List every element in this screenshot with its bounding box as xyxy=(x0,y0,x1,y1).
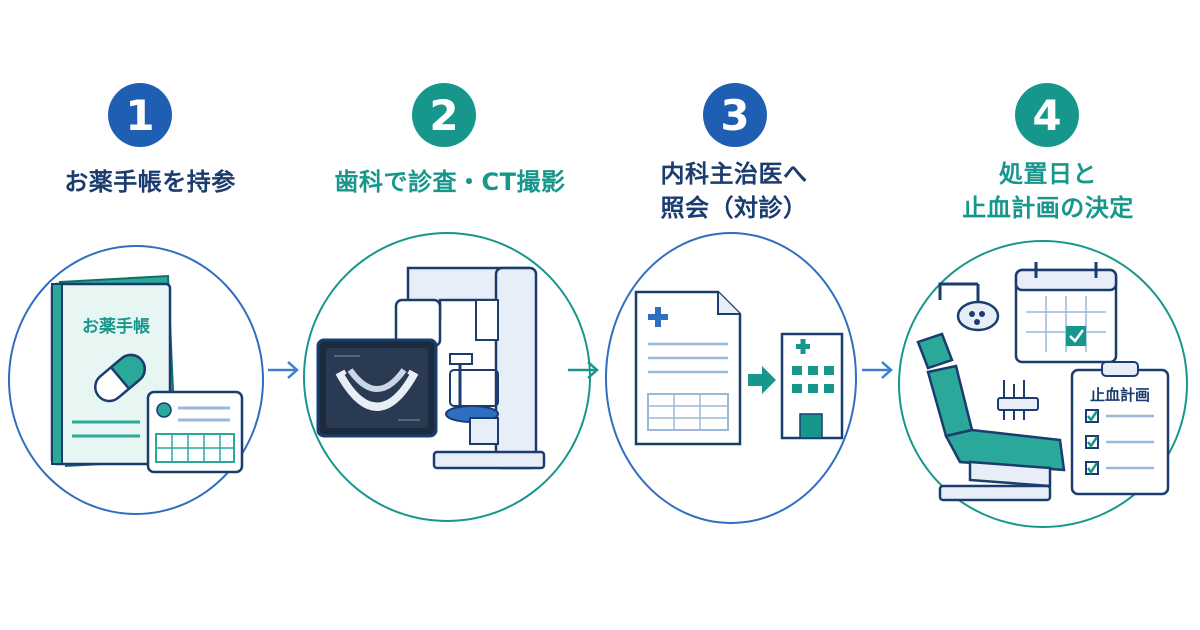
arrow-right-icon xyxy=(568,361,599,379)
step-title: 歯科で診査・CT撮影 xyxy=(300,165,600,199)
arrow-right-icon xyxy=(268,361,299,379)
notebook-label: お薬手帳 xyxy=(82,317,150,337)
step-title: 処置日と 止血計画の決定 xyxy=(898,157,1198,225)
step-title-line: お薬手帳を持参 xyxy=(64,168,236,196)
step-1: 1 お薬手帳を持参 お薬手帳 xyxy=(0,0,300,630)
clipboard-label: 止血計画 xyxy=(1089,386,1150,404)
step-title-line: 歯科で診査・CT撮影 xyxy=(334,168,566,196)
step-number-badge: 3 xyxy=(703,83,767,147)
arrow-right-icon xyxy=(862,361,893,379)
step-number-badge: 2 xyxy=(412,83,476,147)
step-title-line: 照会（対診） xyxy=(660,194,808,222)
medical-referral-icon xyxy=(634,290,844,446)
step-2: 2 歯科で診査・CT撮影 xyxy=(300,0,600,630)
dental-chair-calendar-icon xyxy=(916,262,1170,502)
step-number-badge: 4 xyxy=(1015,83,1079,147)
step-number-badge: 1 xyxy=(108,83,172,147)
medication-notebook-icon xyxy=(50,274,244,474)
step-title: 内科主治医へ 照会（対診） xyxy=(584,157,884,225)
step-title: お薬手帳を持参 xyxy=(0,165,300,199)
step-3: 3 内科主治医へ 照会（対診） xyxy=(600,0,900,630)
step-title-line: 止血計画の決定 xyxy=(962,194,1134,222)
dental-ct-scanner-icon xyxy=(316,266,546,470)
step-title-line: 内科主治医へ xyxy=(660,160,808,188)
step-title-line: 処置日と xyxy=(999,160,1097,188)
step-4: 4 処置日と 止血計画の決定 xyxy=(898,0,1200,630)
